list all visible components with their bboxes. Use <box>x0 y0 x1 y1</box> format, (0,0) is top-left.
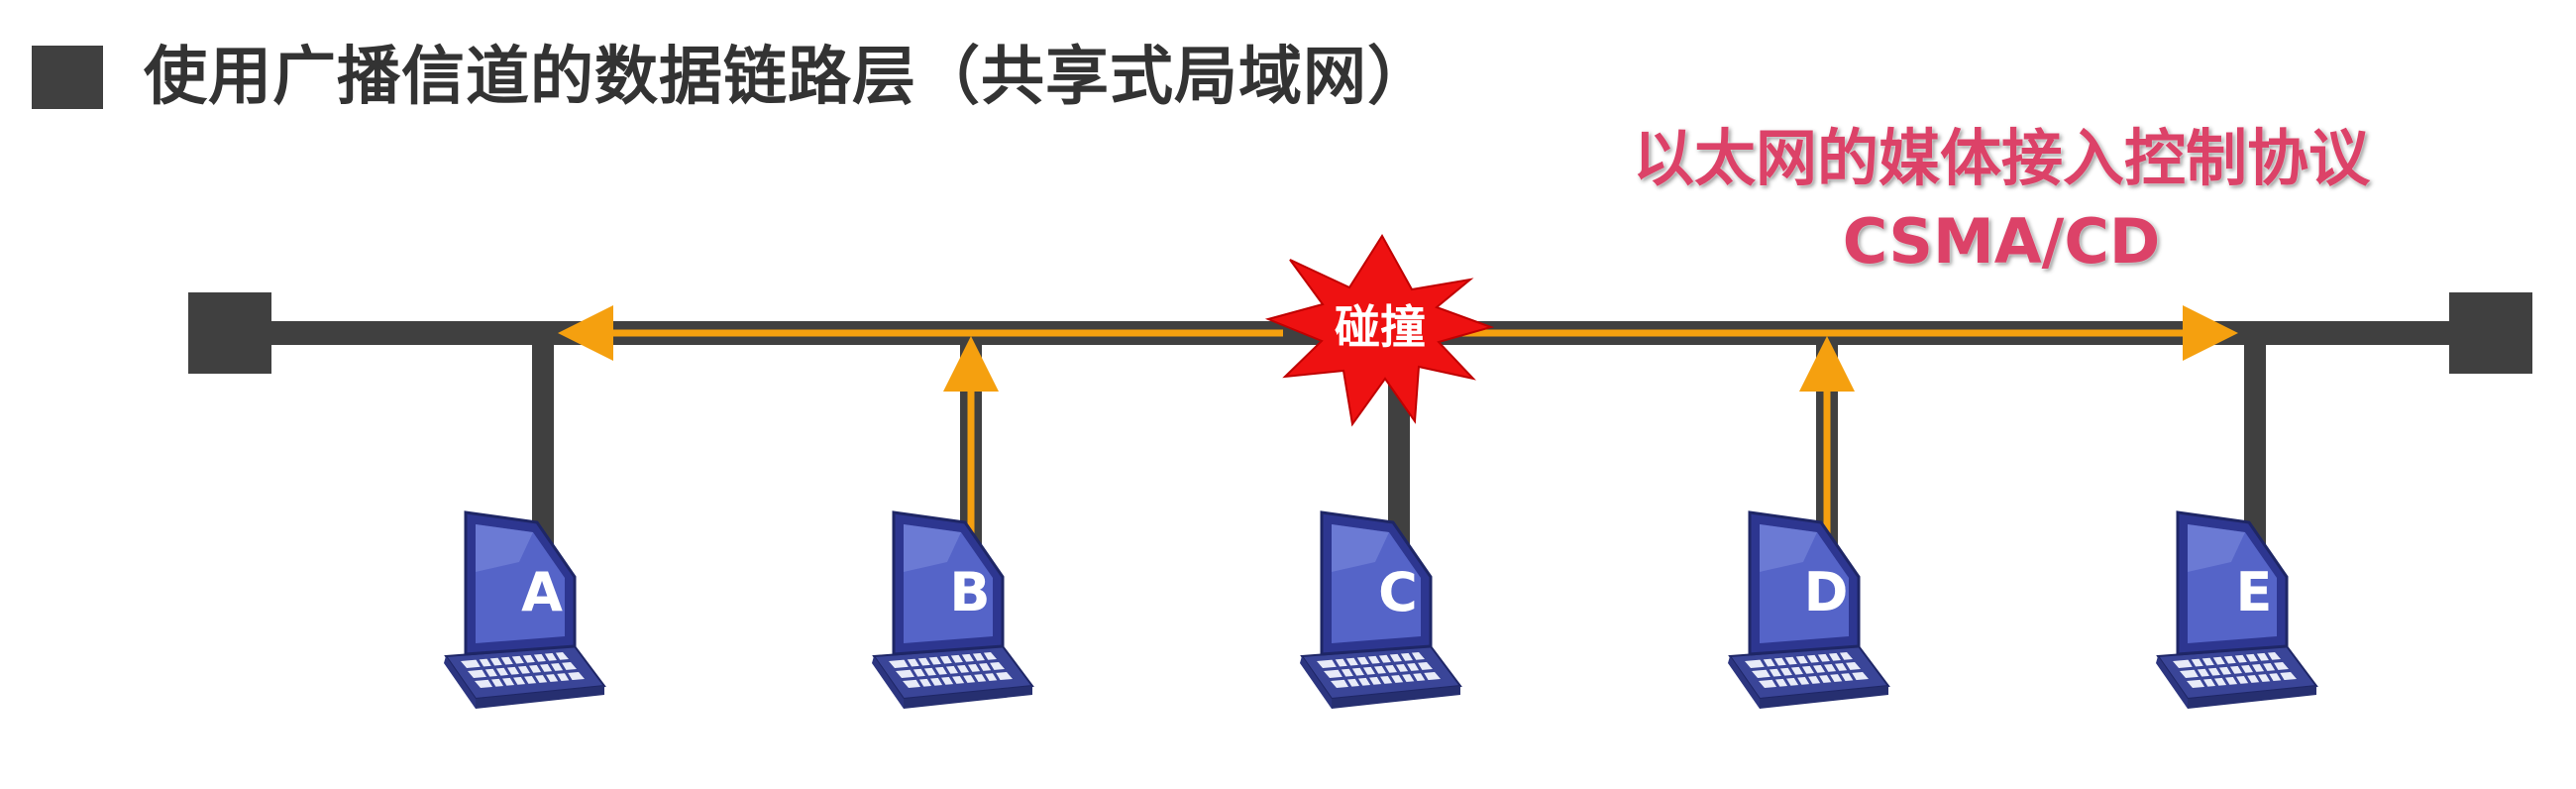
laptop-d: D <box>1726 510 1890 711</box>
laptop-c: C <box>1298 510 1462 711</box>
protocol-acronym: CSMA/CD <box>1842 205 2161 278</box>
collision-label: 碰撞 <box>1335 300 1426 354</box>
protocol-caption: 以太网的媒体接入控制协议 CSMA/CD <box>1546 117 2457 283</box>
right-terminator <box>2449 292 2532 374</box>
collision-burst-icon: 碰撞 <box>1264 234 1495 427</box>
laptop-label-c: C <box>1378 561 1418 623</box>
laptop-a: A <box>442 510 606 711</box>
laptop-label-e: E <box>2236 561 2273 623</box>
drop-cable-e <box>2244 337 2266 553</box>
drop-cable-a <box>532 337 554 553</box>
page-title: 使用广播信道的数据链路层（共享式局域网） <box>144 41 1432 114</box>
laptop-b: B <box>870 510 1034 711</box>
protocol-name: 以太网的媒体接入控制协议 <box>1632 122 2370 194</box>
left-terminator <box>188 292 271 374</box>
laptop-e: E <box>2154 510 2318 711</box>
title-bullet-square <box>32 46 103 109</box>
laptop-label-b: B <box>949 561 990 623</box>
laptop-label-d: D <box>1804 561 1849 623</box>
laptop-label-a: A <box>521 561 563 623</box>
